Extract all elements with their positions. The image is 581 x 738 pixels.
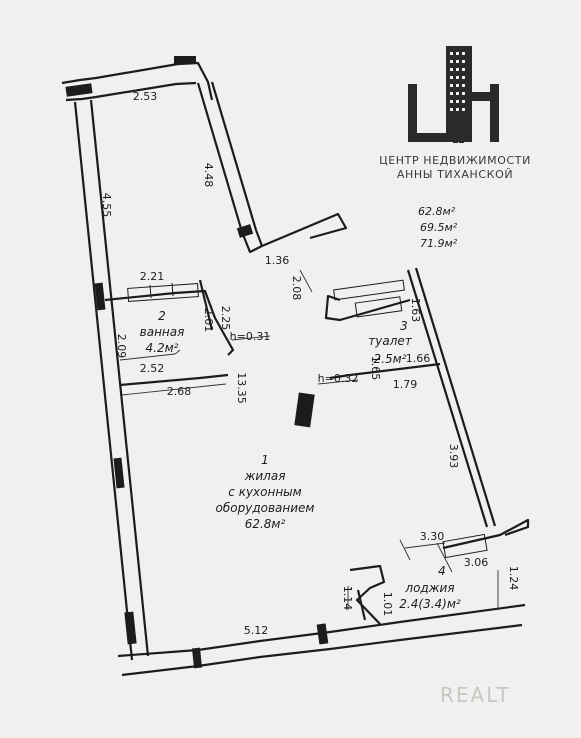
dim-13-35: 13.35 <box>235 372 248 404</box>
room-1-number: 1 <box>261 453 269 467</box>
room-1-label-line-1: жилая <box>244 469 286 483</box>
total-area-2: 69.5м² <box>420 221 458 234</box>
dim-1-36: 1.36 <box>265 254 290 267</box>
logo-line-1: ЦЕНТР НЕДВИЖИМОСТИ <box>379 154 531 167</box>
dim-1-79: 1.79 <box>393 378 418 391</box>
dim-3-93: 3.93 <box>447 444 460 469</box>
dim-4-48: 4.48 <box>202 163 215 188</box>
logo-line-2: АННЫ ТИХАНСКОЙ <box>397 168 513 181</box>
dim-2-68: 2.68 <box>167 385 192 398</box>
dim-2-09: 2.09 <box>115 334 128 359</box>
dim-1-01: 1.01 <box>381 592 394 617</box>
dim-4-55: 4.55 <box>100 193 113 218</box>
room-2-area: 4.2м² <box>146 341 179 355</box>
total-area-3: 71.9м² <box>420 237 458 250</box>
room-4-name: лоджия <box>404 581 454 595</box>
room-2-number: 2 <box>158 309 166 323</box>
room-1-area: 62.8м² <box>245 517 286 531</box>
dim-2-25: 2.25 <box>219 306 232 331</box>
dim-1-14: 1.14 <box>341 586 354 611</box>
dim-3-06: 3.06 <box>464 556 489 569</box>
dim-3-30: 3.30 <box>420 530 445 543</box>
dim-1-24: 1.24 <box>507 566 520 591</box>
dim-2-52: 2.52 <box>140 362 165 375</box>
total-area-1: 62.8м² <box>418 205 456 218</box>
room-3-number: 3 <box>400 319 408 333</box>
walls <box>61 61 530 677</box>
dim-2-01: 2.01 <box>202 308 215 333</box>
room-4-area: 2.4(3.4)м² <box>399 597 461 611</box>
realt-watermark: REALT <box>440 683 511 707</box>
dim-2-21: 2.21 <box>140 270 165 283</box>
dim-2-08: 2.08 <box>290 276 303 301</box>
dim-h-0-32: h=0.32 <box>318 372 359 385</box>
room-1-label-line-3: оборудованием <box>216 501 315 515</box>
room-3-area: 2.5м² <box>374 352 407 366</box>
dim-h-0-31: h=0.31 <box>230 330 271 343</box>
room-2-name: ванная <box>140 325 185 339</box>
dim-1-63: 1.63 <box>409 298 422 323</box>
dim-5-12: 5.12 <box>244 624 269 637</box>
dimension-lines <box>119 269 499 610</box>
fixtures <box>127 279 488 559</box>
dim-1-65: 1.65 <box>369 356 382 381</box>
window-markers <box>65 56 329 669</box>
room-3-name: туалет <box>368 334 412 348</box>
dim-2-53: 2.53 <box>133 90 158 103</box>
dim-1-66: 1.66 <box>406 352 431 365</box>
room-1-label-line-2: с кухонным <box>228 485 301 499</box>
agency-logo: ЦЕНТР НЕДВИЖИМОСТИ АННЫ ТИХАНСКОЙ <box>379 46 531 181</box>
room-4-number: 4 <box>438 564 446 578</box>
